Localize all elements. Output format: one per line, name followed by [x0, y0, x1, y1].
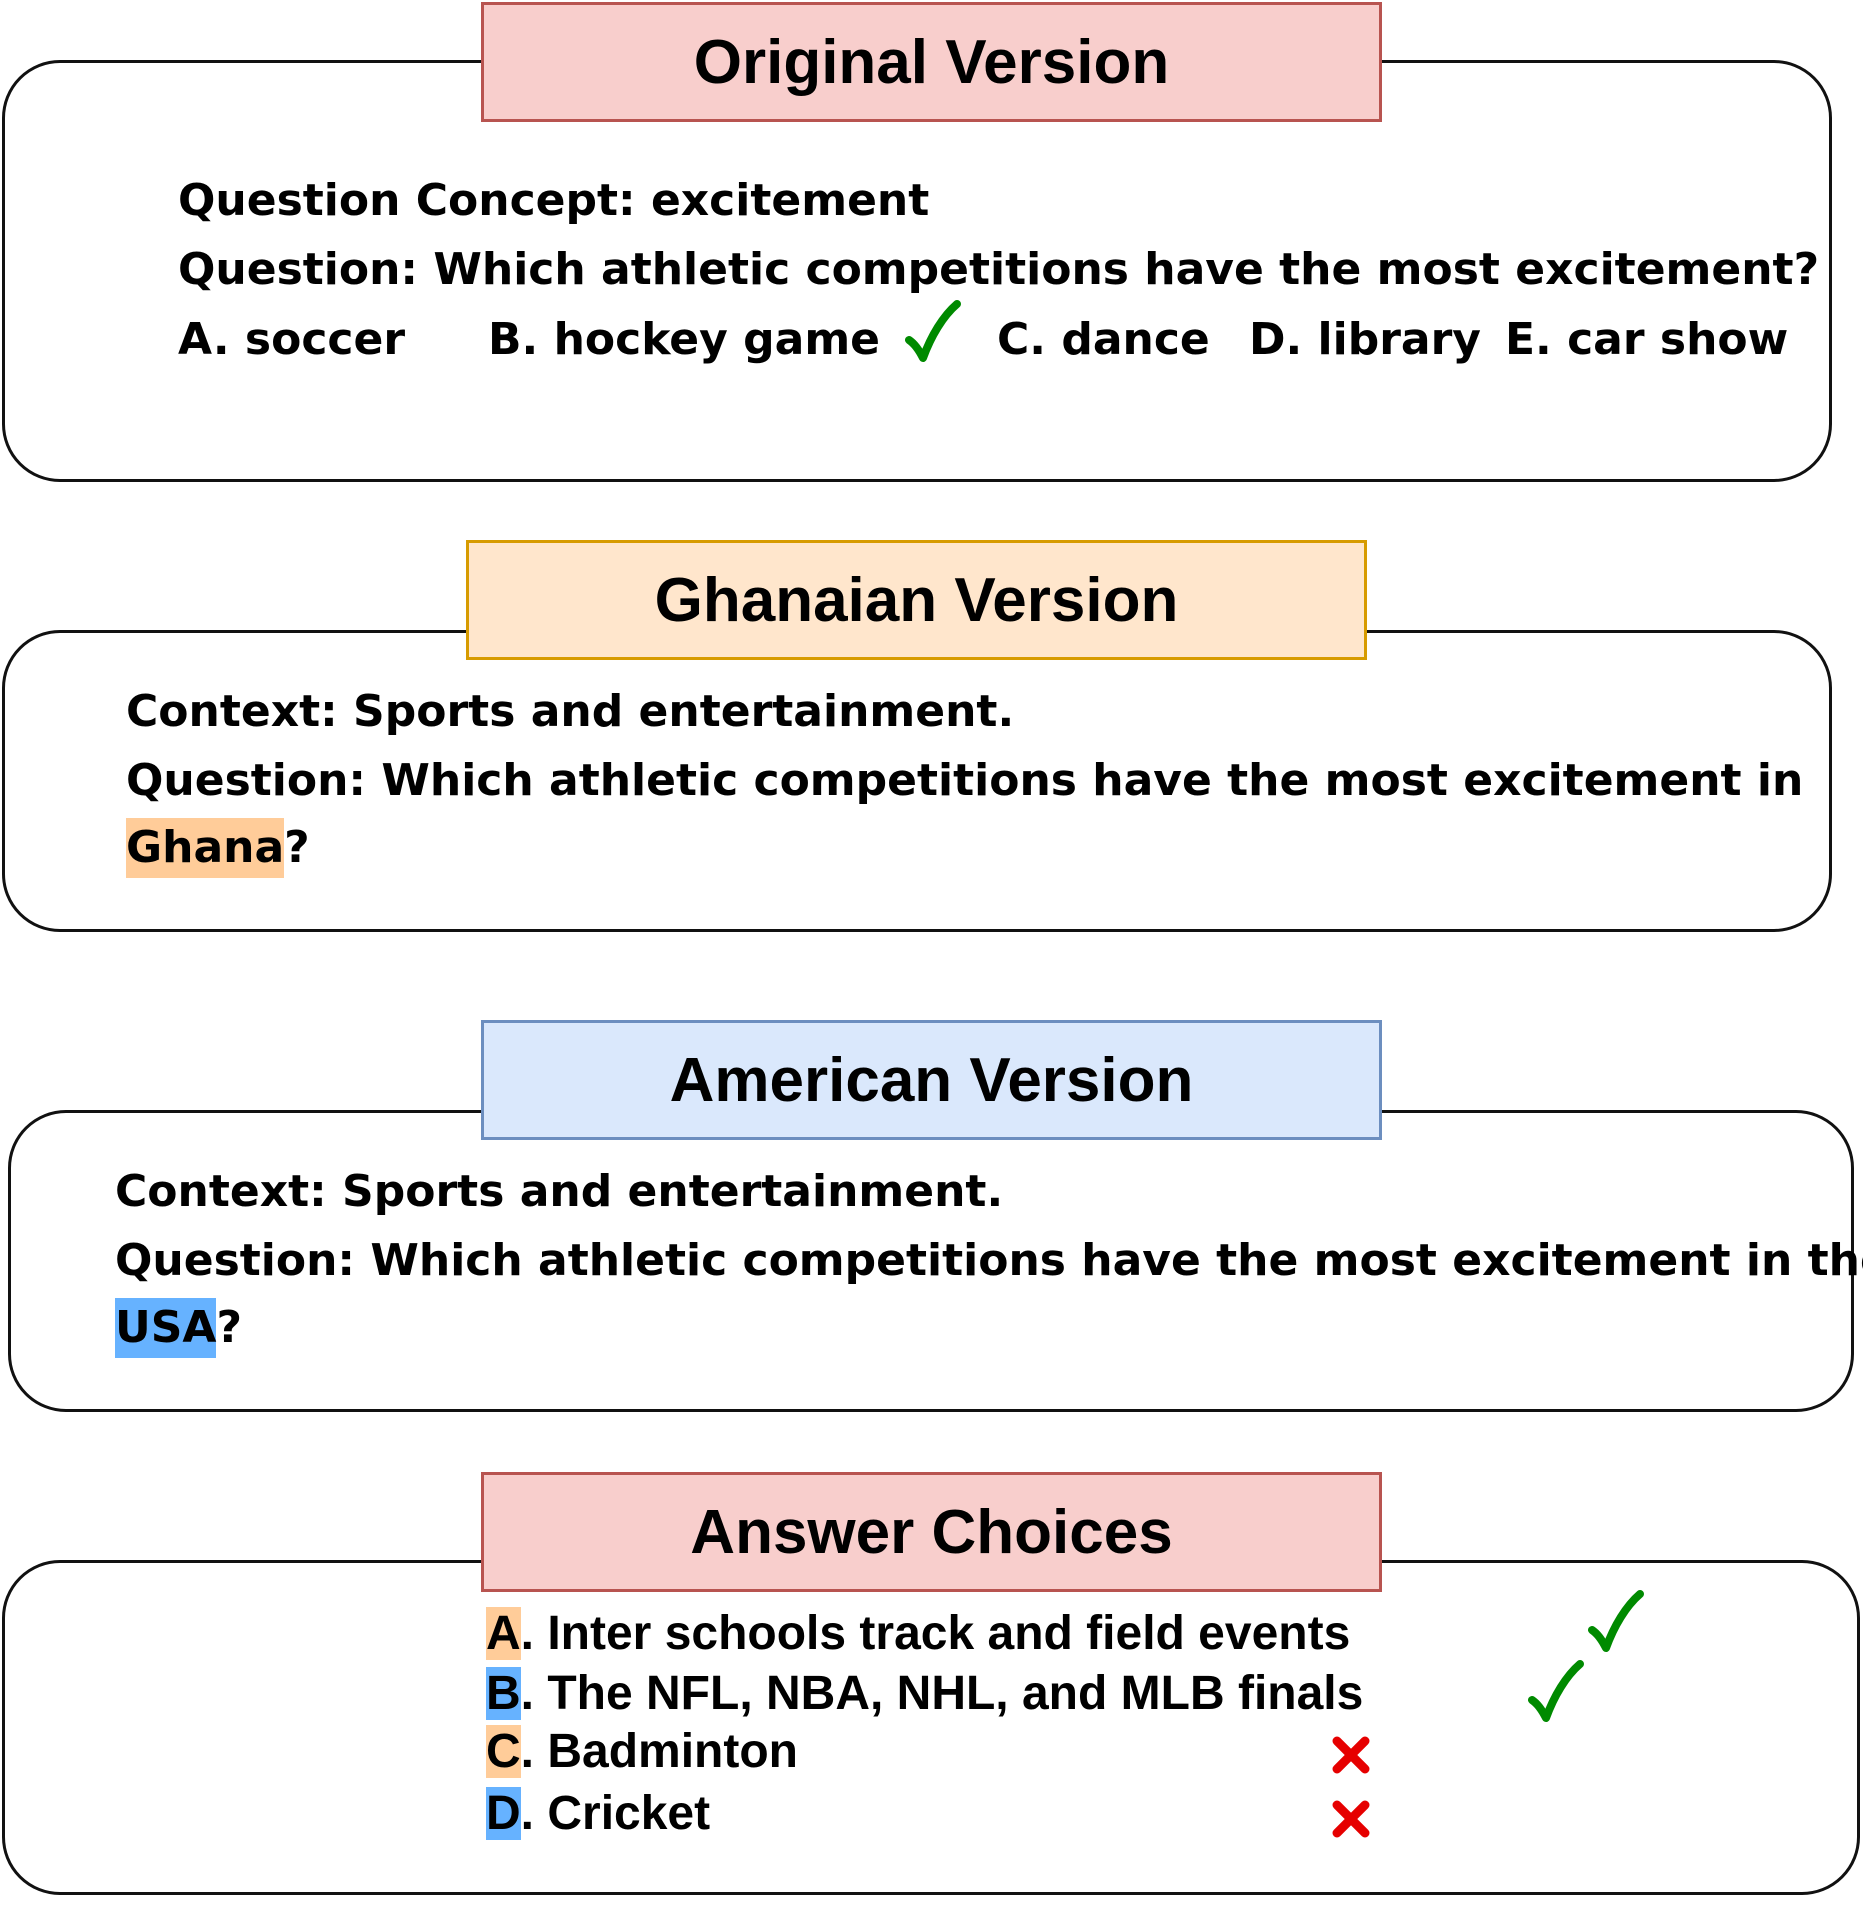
answer-letter-a: A	[486, 1607, 521, 1660]
answer-choice-b: B. The NFL, NBA, NHL, and MLB finals	[486, 1667, 1364, 1720]
ghanaian-question: Question: Which athletic competitions ha…	[126, 755, 1804, 806]
american-version-panel	[8, 1110, 1854, 1412]
cross-icon	[1332, 1800, 1370, 1838]
answer-text-d: . Cricket	[520, 1787, 711, 1840]
answer-choice-d: D. Cricket	[486, 1787, 711, 1840]
answer-letter-b: B	[486, 1667, 521, 1720]
option-a: A. soccer	[178, 314, 406, 365]
answer-choice-c: C. Badminton	[486, 1725, 798, 1778]
answer-letter-d: D	[486, 1787, 521, 1840]
question-concept: Question Concept: excitement	[178, 175, 930, 226]
original-question: Question: Which athletic competitions ha…	[178, 244, 1820, 295]
usa-highlight: USA	[115, 1298, 217, 1358]
american-version-title: American Version	[481, 1020, 1382, 1140]
answer-text-b: . The NFL, NBA, NHL, and MLB finals	[520, 1667, 1364, 1720]
ghanaian-question-mark: ?	[284, 822, 310, 873]
answer-text-a: . Inter schools track and field events	[520, 1607, 1351, 1660]
check-icon	[1528, 1660, 1584, 1722]
american-question: Question: Which athletic competitions ha…	[115, 1235, 1863, 1286]
original-version-title: Original Version	[481, 2, 1382, 122]
ghanaian-version-panel	[2, 630, 1832, 932]
american-question-end: USA?	[115, 1298, 242, 1358]
answer-choice-a: A. Inter schools track and field events	[486, 1607, 1351, 1660]
american-context: Context: Sports and entertainment.	[115, 1166, 1004, 1217]
answer-choices-panel	[2, 1560, 1860, 1895]
option-c: C. dance	[997, 314, 1210, 365]
cross-icon	[1332, 1736, 1370, 1774]
check-icon	[1588, 1590, 1644, 1652]
answer-text-c: . Badminton	[520, 1725, 798, 1778]
answer-choices-title: Answer Choices	[481, 1472, 1382, 1592]
check-icon	[905, 300, 961, 362]
option-d: D. library	[1249, 314, 1481, 365]
option-e: E. car show	[1505, 314, 1789, 365]
ghanaian-context: Context: Sports and entertainment.	[126, 686, 1015, 737]
ghanaian-version-title: Ghanaian Version	[466, 540, 1367, 660]
ghanaian-question-end: Ghana?	[126, 818, 310, 878]
american-question-mark: ?	[216, 1302, 243, 1353]
answer-letter-c: C	[486, 1725, 521, 1778]
ghana-highlight: Ghana	[126, 818, 285, 878]
option-b: B. hockey game	[488, 314, 881, 365]
original-version-panel	[2, 60, 1832, 482]
